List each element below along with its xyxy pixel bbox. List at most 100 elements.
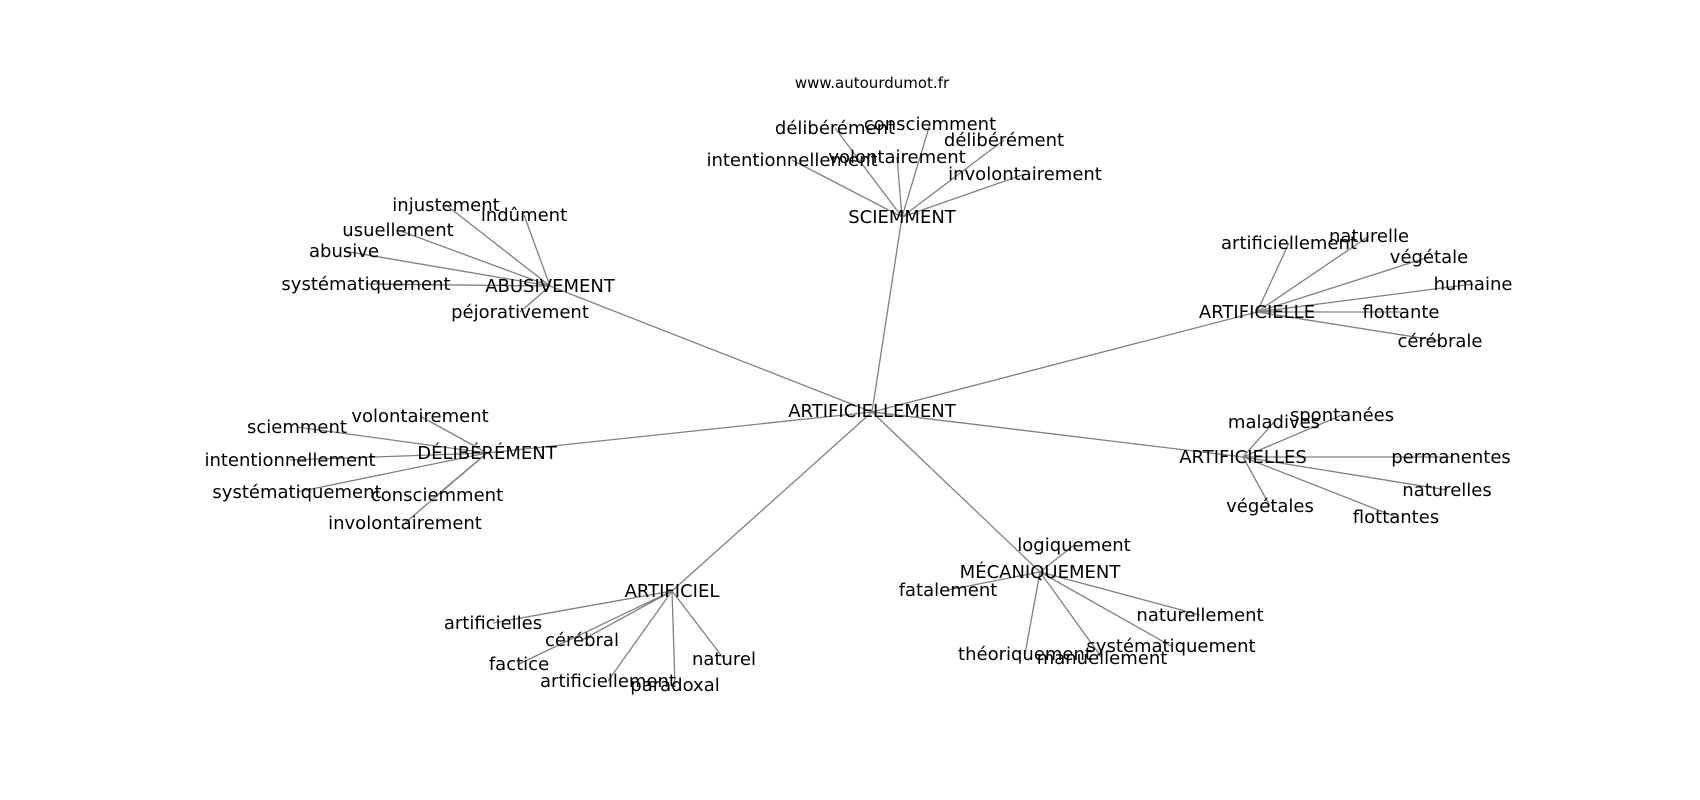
leaf-node: fatalement xyxy=(899,580,998,601)
leaf-node: délibérément xyxy=(944,130,1064,151)
edge-hub-leaf xyxy=(296,426,488,454)
leaf-node: maladives xyxy=(1228,412,1320,433)
edge-center-hub xyxy=(549,285,873,413)
edge-center-hub xyxy=(486,411,873,454)
leaf-node: artificiellement xyxy=(540,671,676,692)
edge-hub-leaf xyxy=(1256,256,1430,313)
edge-hub-leaf xyxy=(445,204,551,287)
edge-hub-leaf xyxy=(397,229,551,287)
leaf-node: artificiellement xyxy=(1221,233,1357,254)
leaf-node: naturellement xyxy=(1136,605,1263,626)
leaf-node: humaine xyxy=(1434,274,1513,295)
leaf-node: permanentes xyxy=(1391,447,1511,468)
leaf-node: paradoxal xyxy=(630,675,719,696)
leaf-node: naturelle xyxy=(1329,226,1409,247)
leaf-node: systématiquement xyxy=(212,482,381,503)
leaf-node: abusive xyxy=(309,241,379,262)
edge-hub-leaf xyxy=(581,590,673,641)
leaf-node: cérébral xyxy=(545,630,619,651)
leaf-node: spontanées xyxy=(1290,405,1394,426)
leaf-node: volontairement xyxy=(351,406,488,427)
edge-hub-leaf xyxy=(523,214,551,287)
leaf-node: volontairement xyxy=(828,147,965,168)
edge-hub-leaf xyxy=(901,139,1005,218)
hub-node: DÉLIBÉRÉMENT xyxy=(417,442,558,464)
edge-hub-leaf xyxy=(1039,544,1075,573)
leaf-node: systématiquement xyxy=(1086,636,1255,657)
leaf-node: involontairement xyxy=(948,164,1102,185)
leaf-node: naturel xyxy=(692,649,756,670)
edge-hub-leaf xyxy=(901,123,931,218)
leaf-node: délibérément xyxy=(775,118,895,139)
edge-hub-leaf xyxy=(1039,571,1201,616)
edge-hub-leaf xyxy=(492,590,673,624)
edge-center-hub xyxy=(671,411,873,592)
leaf-node: usuellement xyxy=(342,220,453,241)
edge-hub-leaf xyxy=(896,156,903,218)
hub-node: SCIEMMENT xyxy=(848,207,957,228)
leaf-node: injustement xyxy=(392,195,499,216)
edge-hub-leaf xyxy=(419,415,488,454)
edge-hub-leaf xyxy=(901,173,1026,218)
edge-hub-leaf xyxy=(1242,456,1271,507)
edge-hub-leaf xyxy=(947,571,1041,591)
leaf-node: involontairement xyxy=(328,513,482,534)
edge-hub-leaf xyxy=(296,452,488,493)
edge-hub-leaf xyxy=(365,283,551,287)
edge-hub-leaf xyxy=(1024,571,1041,655)
edge-hub-leaf xyxy=(519,285,551,313)
edge-hub-leaf xyxy=(1039,571,1172,647)
hub-node: ARTIFICIEL xyxy=(625,581,720,602)
edge-hub-leaf xyxy=(518,590,673,665)
leaf-node: végétales xyxy=(1226,496,1314,517)
edge-center-hub xyxy=(871,411,1244,458)
leaf-node: théoriquement xyxy=(958,644,1092,665)
edge-center-hub xyxy=(871,411,1041,573)
leaf-node: végétale xyxy=(1390,247,1468,268)
hub-node: ABUSIVEMENT xyxy=(485,276,616,297)
leaf-node: flottante xyxy=(1362,302,1439,323)
leaf-node: consciemment xyxy=(864,114,996,135)
edge-hub-leaf xyxy=(834,127,903,218)
edge-hub-leaf xyxy=(1039,571,1103,659)
leaf-node: naturelles xyxy=(1402,480,1491,501)
hub-node: ARTIFICIELLE xyxy=(1199,302,1315,323)
hub-node: MÉCANIQUEMENT xyxy=(960,561,1122,583)
edge-hub-leaf xyxy=(671,590,676,686)
edges xyxy=(289,123,1474,686)
edge-hub-leaf xyxy=(343,250,551,287)
edge-hub-leaf xyxy=(1256,311,1441,342)
edge-hub-leaf xyxy=(404,452,488,524)
leaf-node: cérébrale xyxy=(1398,331,1483,352)
leaf-node: manuellement xyxy=(1037,648,1168,669)
edge-hub-leaf xyxy=(1242,421,1275,458)
site-url: www.autourdumot.fr xyxy=(795,74,950,92)
leaf-node: indûment xyxy=(481,205,567,226)
leaf-node: péjorativement xyxy=(451,302,589,323)
leaf-node: intentionnellement xyxy=(204,450,375,471)
edge-center-hub xyxy=(871,216,903,413)
edge-hub-leaf xyxy=(1256,235,1370,313)
leaf-node: consciemment xyxy=(371,485,503,506)
leaf-node: factice xyxy=(489,654,549,675)
edge-hub-leaf xyxy=(289,452,488,461)
center-node: ARTIFICIELLEMENT xyxy=(788,401,957,422)
edge-hub-leaf xyxy=(1256,242,1290,313)
edge-hub-leaf xyxy=(1256,283,1474,313)
hub-node: ARTIFICIELLES xyxy=(1179,447,1307,468)
leaf-node: artificielles xyxy=(444,613,542,634)
leaf-node: flottantes xyxy=(1353,507,1439,528)
edge-hub-leaf xyxy=(791,159,903,218)
leaf-node: logiquement xyxy=(1017,535,1130,556)
leaf-node: intentionnellement xyxy=(706,150,877,171)
edge-hub-leaf xyxy=(1242,414,1343,458)
edge-hub-leaf xyxy=(1242,456,1448,491)
edge-hub-leaf xyxy=(607,590,673,682)
edge-hub-leaf xyxy=(671,590,725,660)
leaf-node: systématiquement xyxy=(281,274,450,295)
leaf-node: sciemment xyxy=(247,417,347,438)
labels: www.autourdumot.fr ARTIFICIELLEMENT déli… xyxy=(204,74,1512,696)
edge-center-hub xyxy=(871,311,1258,413)
edge-hub-leaf xyxy=(1242,456,1397,518)
